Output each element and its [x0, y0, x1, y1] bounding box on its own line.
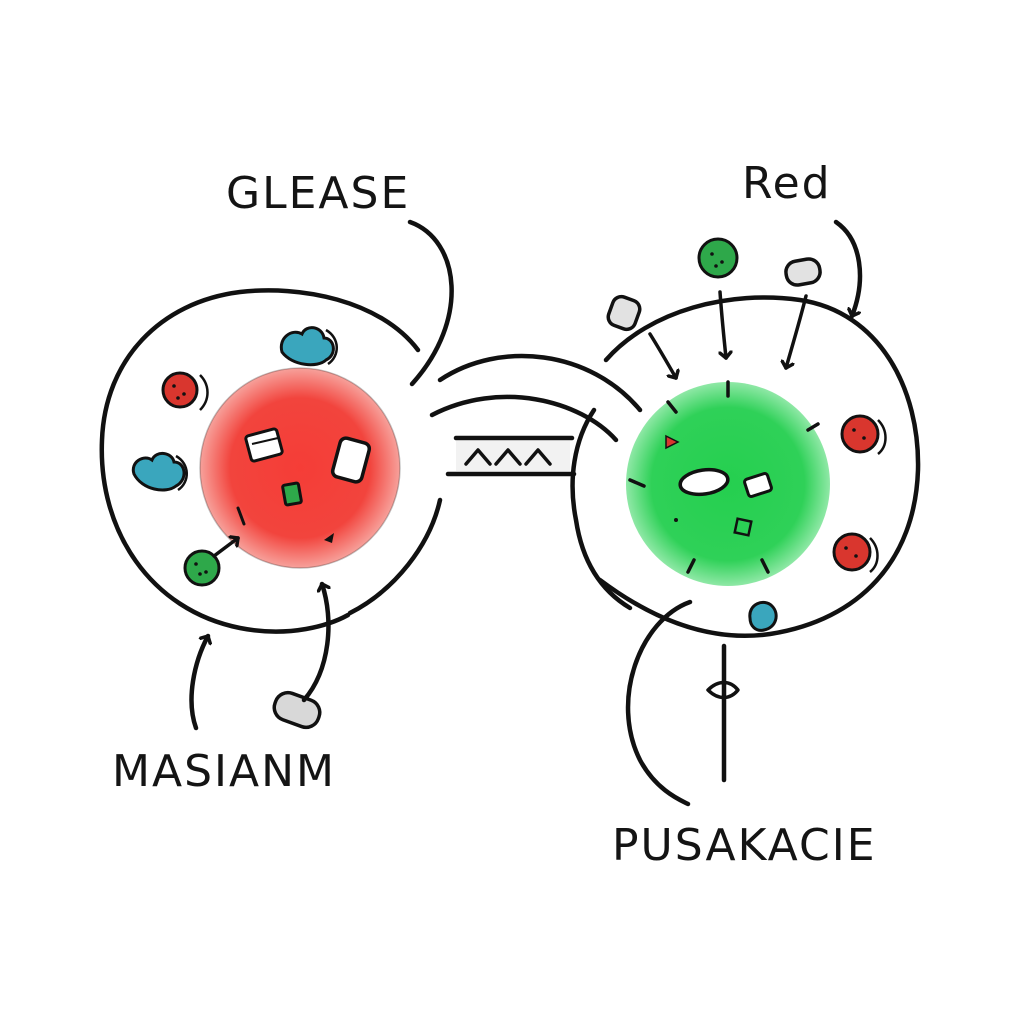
- arrow-grey-to-nucleus: [786, 294, 808, 370]
- label-red: Red: [742, 158, 832, 209]
- left-cell-membrane: [99, 288, 421, 634]
- green-dot-left: [183, 549, 221, 587]
- nucleus-fragment: [244, 427, 284, 463]
- nucleus-green-chip: [281, 481, 303, 507]
- bridge-upper-arc-1: [437, 353, 643, 413]
- bridge-upper-arc-2: [429, 394, 619, 443]
- pusakacie-knot-icon: [706, 680, 740, 700]
- right-nucleus-ticks: [628, 380, 820, 574]
- blue-blob-left-top: [279, 326, 338, 367]
- arrow-capsule-to-nucleus: [648, 332, 676, 380]
- green-dot-right-top: [697, 237, 739, 279]
- nucleus-tick: [324, 533, 334, 543]
- blue-blob-left-mid: [131, 452, 188, 492]
- pusakacie-leader: [625, 599, 693, 807]
- arrow-green-dot-to-nucleus-right: [718, 290, 726, 360]
- red-dot-left-top: [161, 371, 209, 411]
- cell-bridge: [429, 353, 643, 477]
- nucleus-white-capsule: [678, 467, 730, 497]
- left-nucleus: [200, 368, 400, 568]
- masianm-leader-arrow: [189, 633, 208, 731]
- right-cell: [570, 237, 921, 638]
- capsule-to-nucleus-arrow: [301, 581, 328, 703]
- nucleus-capsule: [330, 436, 372, 484]
- left-nucleus-outline: [199, 367, 401, 569]
- label-pusakacie: PUSAKACIE: [612, 820, 877, 871]
- nucleus-small-box: [743, 472, 773, 498]
- grey-capsule-right-top: [784, 257, 822, 287]
- arrow-green-dot-to-nucleus: [212, 538, 240, 558]
- label-masianm: MASIANM: [112, 746, 336, 797]
- glease-leader: [407, 219, 454, 387]
- nucleus-red-tick: [665, 434, 680, 450]
- red-dot-right-2: [832, 532, 879, 573]
- bridge-channel-hatch: [464, 448, 552, 466]
- right-cell-membrane: [597, 295, 921, 638]
- right-cell-membrane-left: [570, 407, 633, 611]
- left-cell: [99, 288, 443, 634]
- nucleus-mark: [236, 506, 246, 526]
- blue-blob-right: [748, 601, 778, 632]
- left-cell-membrane-lower: [347, 497, 443, 616]
- capsule-bottom-left: [272, 690, 322, 730]
- nucleus-speck: [674, 518, 678, 522]
- red-dot-right-1: [840, 414, 887, 455]
- label-glease: GLEASE: [226, 168, 410, 219]
- red-leader-arrow: [833, 219, 863, 319]
- nucleus-small-square: [733, 517, 753, 537]
- grey-capsule-right-left: [606, 294, 642, 332]
